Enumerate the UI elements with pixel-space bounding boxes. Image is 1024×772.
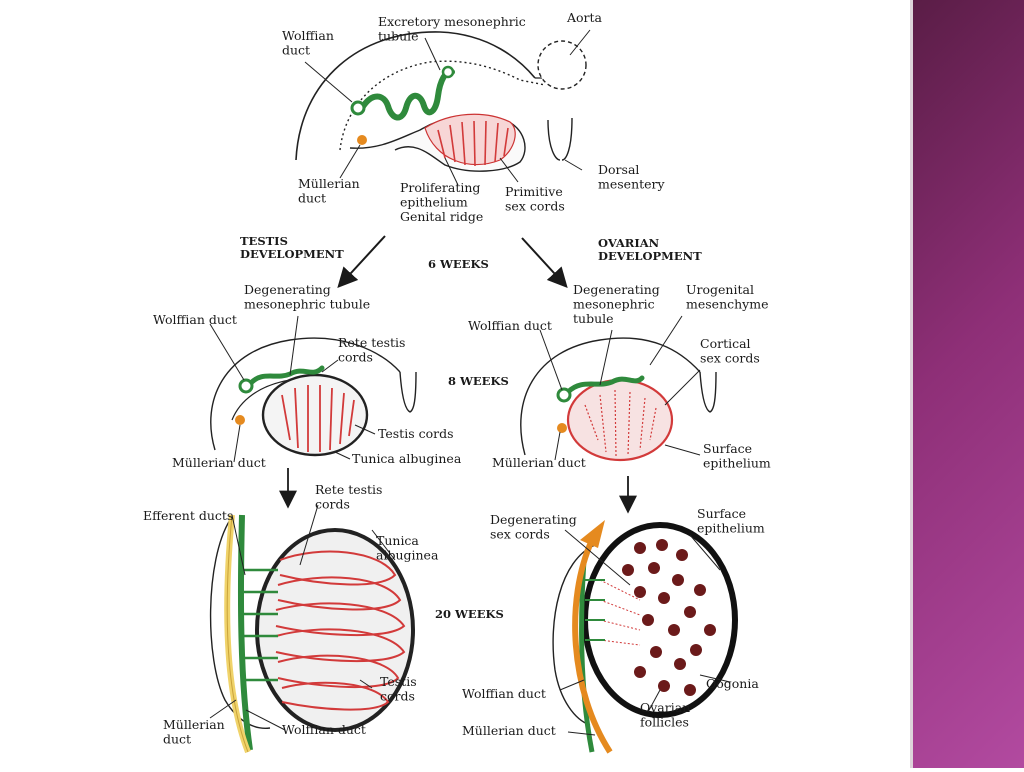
testis-20-weeks <box>209 514 415 754</box>
label-t8-testis-cords: Testis cords <box>378 426 454 441</box>
genital-ridge-section <box>295 31 587 172</box>
sidebar-divider <box>910 0 913 768</box>
label-t20-wolffian: Wolffian duct <box>282 722 366 737</box>
label-t20-efferent: Efferent ducts <box>143 508 233 523</box>
label-t8-tunica: Tunica albuginea <box>352 451 462 466</box>
arrow-to-ovary <box>521 237 568 288</box>
ovary-20-weeks <box>552 520 738 754</box>
ovarian-follicles <box>622 539 716 696</box>
ovary-8-weeks <box>520 337 717 462</box>
label-eight-weeks: 8 WEEKS <box>448 374 509 388</box>
label-o20-wolffian: Wolffian duct <box>462 686 546 701</box>
label-t8-mullerian: Müllerian duct <box>172 455 266 470</box>
label-o8-mullerian: Müllerian duct <box>492 455 586 470</box>
decorative-sidebar <box>912 0 1024 768</box>
label-t8-wolffian: Wolffian duct <box>153 312 237 327</box>
label-o20-oogonia: Oogonia <box>706 676 759 691</box>
label-o20-mullerian: Müllerian duct <box>462 723 556 738</box>
label-o8-wolffian: Wolffian duct <box>468 318 552 333</box>
label-six-weeks: 6 WEEKS <box>428 257 489 271</box>
label-twenty-weeks: 20 WEEKS <box>435 607 504 621</box>
leader-lines <box>209 29 731 736</box>
arrow-to-testis <box>337 235 386 288</box>
label-aorta: Aorta <box>566 10 603 25</box>
